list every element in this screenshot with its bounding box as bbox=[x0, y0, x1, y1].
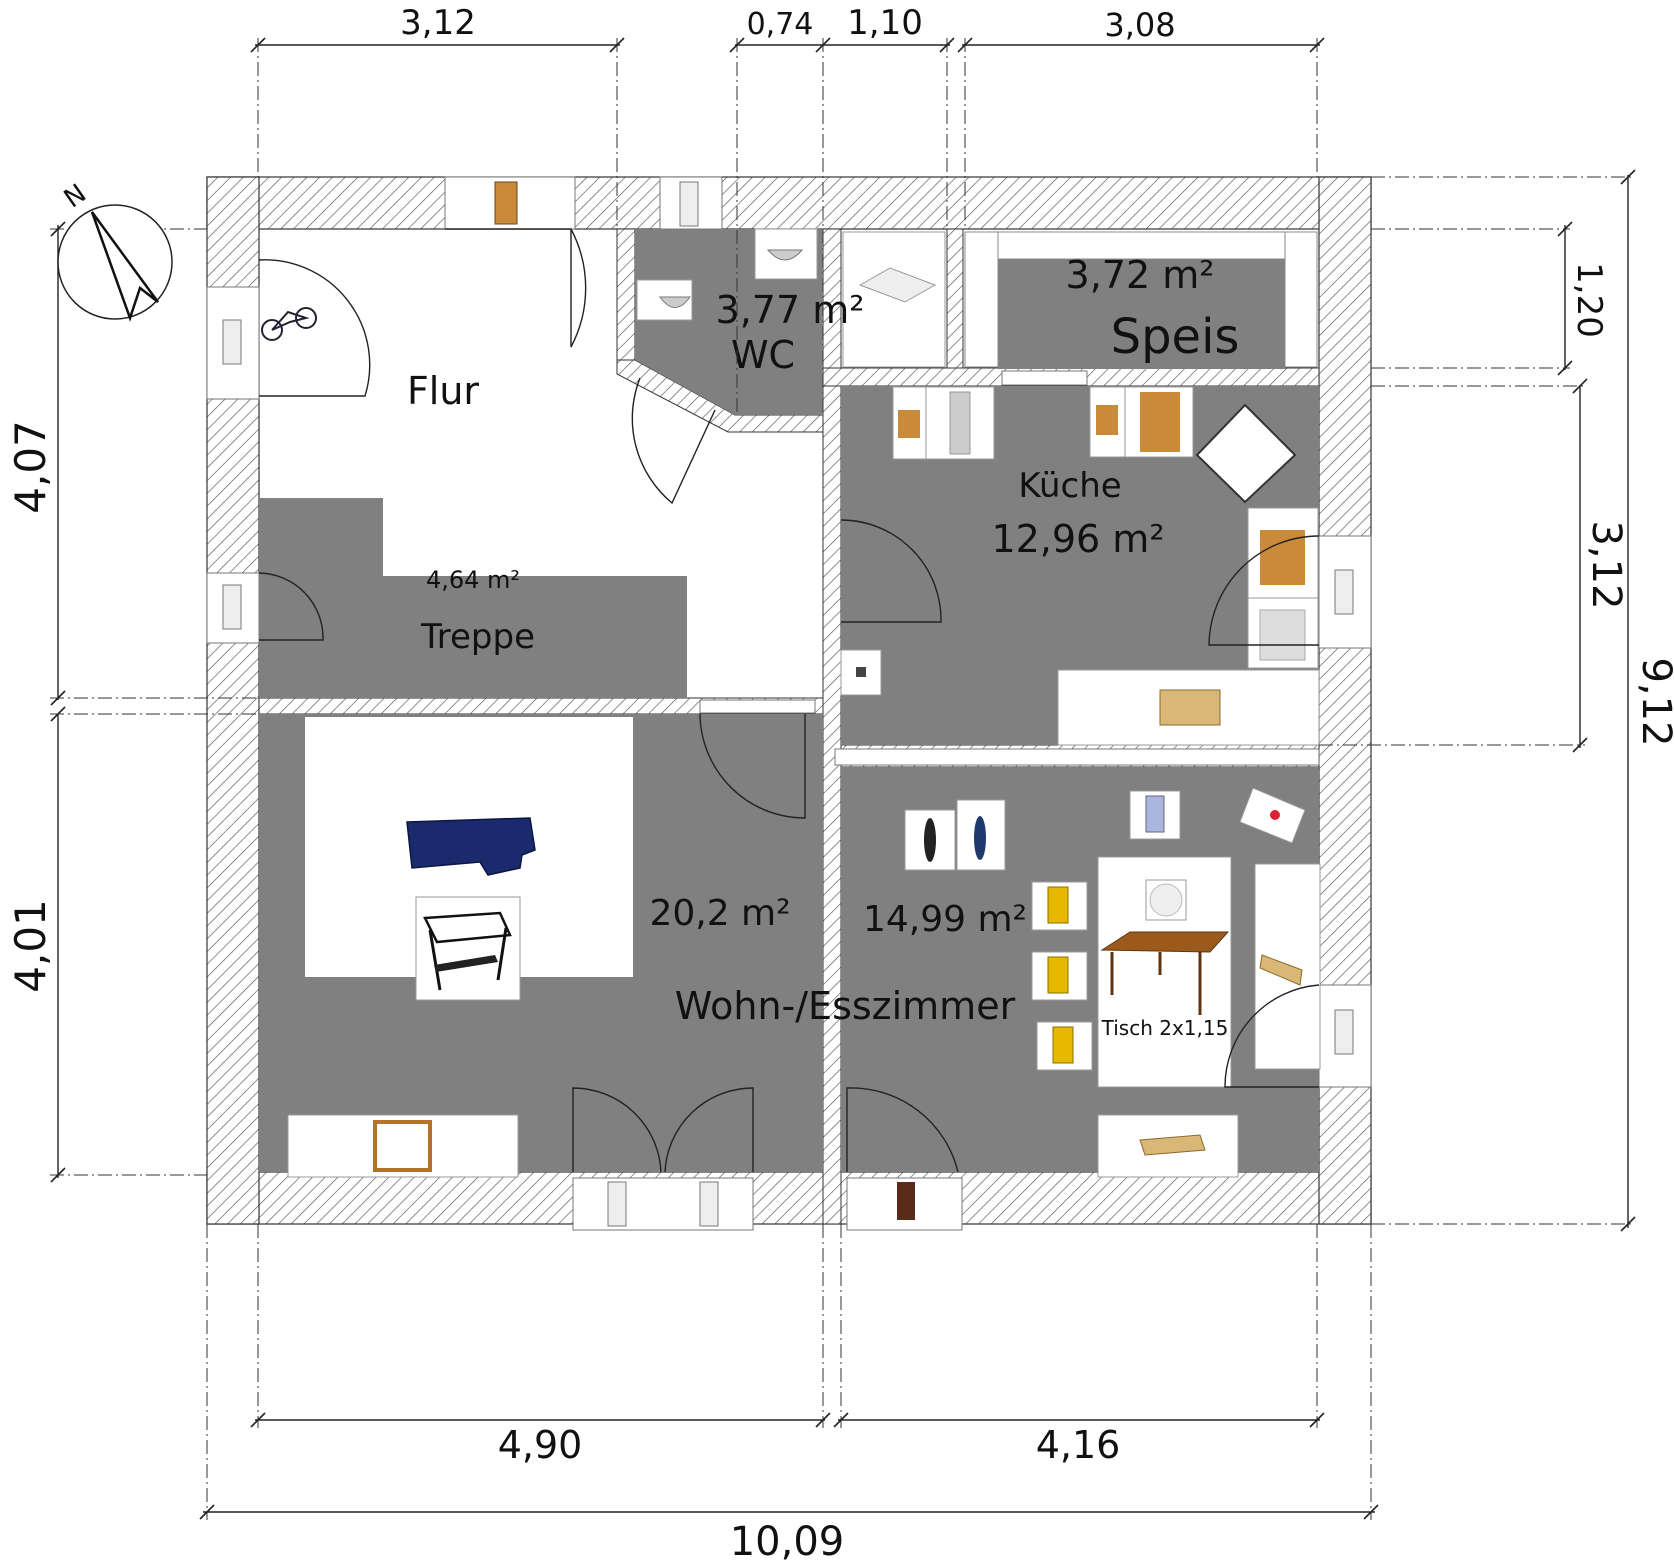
room-name-flur: Flur bbox=[407, 369, 479, 413]
dim-left-lower: 4,01 bbox=[6, 899, 55, 993]
dim-bottom-total: 10,09 bbox=[730, 1519, 845, 1565]
room-area-wc: 3,77 m² bbox=[716, 288, 865, 332]
cabinet-icon bbox=[1096, 405, 1118, 435]
treppe-floor bbox=[259, 498, 687, 698]
door-swing-terrace-left bbox=[572, 1087, 662, 1173]
wall-south bbox=[206, 1171, 1372, 1225]
kueche-counter-edge bbox=[834, 748, 1320, 766]
dim-top-wc: 1,10 bbox=[847, 3, 923, 43]
chair-icon bbox=[1052, 1026, 1074, 1064]
speis-shelf-right bbox=[1284, 231, 1318, 368]
door-icon bbox=[897, 1182, 915, 1220]
room-name-kueche: Küche bbox=[1018, 466, 1121, 506]
sofa-icon bbox=[406, 817, 536, 876]
wall-north bbox=[206, 176, 1372, 230]
door-swing-wohn bbox=[699, 713, 806, 819]
toilet-icon bbox=[659, 296, 691, 308]
dim-left-upper: 4,07 bbox=[6, 420, 55, 514]
chair-icon bbox=[1145, 795, 1165, 833]
dimension-labels: 3,12 0,74 1,10 3,08 4,07 4,01 1,20 3,12 … bbox=[6, 3, 1674, 1565]
wall-speis-west bbox=[946, 228, 964, 370]
plate-icon bbox=[1149, 883, 1183, 917]
wall-wc-west bbox=[616, 228, 636, 365]
shower-icon bbox=[858, 267, 937, 303]
door-swing-entrance bbox=[445, 228, 587, 348]
person-icon bbox=[974, 816, 986, 860]
room-area-treppe: 4,64 m² bbox=[426, 566, 520, 594]
counter-cabinet-icon bbox=[1159, 689, 1221, 726]
washbasin-icon bbox=[766, 249, 804, 261]
door-swing-ess-east bbox=[1224, 984, 1320, 1088]
door-swing-kueche bbox=[840, 519, 942, 623]
window-icon bbox=[699, 1181, 719, 1227]
front-door-icon bbox=[494, 181, 518, 225]
window-icon bbox=[607, 1181, 627, 1227]
chair-icon bbox=[1047, 956, 1069, 994]
room-name-wc: WC bbox=[731, 333, 795, 377]
terrace-door-opening bbox=[572, 1177, 754, 1231]
window-icon bbox=[222, 584, 242, 630]
dim-bottom-ess: 4,16 bbox=[1036, 1423, 1121, 1467]
bench-icon bbox=[1139, 1134, 1206, 1156]
chair-icon bbox=[1047, 886, 1069, 924]
person-icon bbox=[924, 818, 936, 862]
shelf-icon bbox=[373, 1120, 432, 1172]
dim-top-flur: 3,12 bbox=[400, 3, 476, 43]
window-icon bbox=[1334, 569, 1354, 615]
hood-icon bbox=[1195, 403, 1297, 504]
window-icon bbox=[679, 181, 699, 227]
dim-bottom-wohn: 4,90 bbox=[498, 1423, 583, 1467]
door-swing-flur bbox=[258, 259, 371, 397]
speis-shelf-left bbox=[964, 231, 999, 368]
room-area-ess: 14,99 m² bbox=[863, 899, 1027, 940]
room-area-wohn: 20,2 m² bbox=[649, 893, 790, 934]
window-icon bbox=[222, 319, 242, 365]
room-name-speis: Speis bbox=[1111, 309, 1240, 365]
dim-right-speis: 1,20 bbox=[1569, 262, 1609, 338]
room-name-wohn-ess: Wohn-/Esszimmer bbox=[675, 984, 1016, 1028]
door-swing-ess bbox=[846, 1087, 959, 1173]
room-name-treppe: Treppe bbox=[420, 617, 535, 657]
door-swing-wc bbox=[631, 377, 716, 505]
door-swing-terrace-right bbox=[664, 1087, 754, 1173]
dishwasher-icon bbox=[1259, 609, 1306, 661]
dim-top-speis: 3,08 bbox=[1104, 6, 1175, 44]
fridge-icon bbox=[949, 391, 971, 455]
sink-cabinet-icon bbox=[1260, 530, 1305, 585]
coffee-table-top bbox=[423, 911, 512, 944]
speis-door-opening bbox=[1001, 370, 1088, 386]
window-icon bbox=[1334, 1009, 1354, 1055]
door-swings bbox=[258, 228, 1320, 1173]
table-label: Tisch 2x1,15 bbox=[1101, 1016, 1229, 1040]
dim-right-kueche: 3,12 bbox=[1583, 520, 1629, 609]
wohn-door-opening bbox=[699, 699, 816, 714]
bench-icon bbox=[1259, 954, 1303, 986]
compass: N bbox=[57, 179, 173, 322]
dim-top-wc-small: 0,74 bbox=[747, 7, 814, 42]
door-swing-treppe bbox=[258, 572, 324, 641]
shelf-box bbox=[287, 1114, 519, 1178]
speis-floor bbox=[998, 259, 1285, 369]
room-labels: Flur 4,64 m² Treppe 3,77 m² WC 3,72 m² S… bbox=[407, 253, 1239, 1040]
cabinet-icon bbox=[898, 410, 920, 438]
room-area-speis: 3,72 m² bbox=[1066, 253, 1215, 297]
dim-right-total: 9,12 bbox=[1633, 657, 1674, 746]
door-swing-kueche-east bbox=[1208, 535, 1320, 646]
room-area-kueche: 12,96 m² bbox=[991, 517, 1164, 561]
cabinet-icon bbox=[1140, 392, 1180, 452]
bicycle-icon bbox=[261, 319, 283, 341]
dining-table-icon bbox=[1100, 931, 1230, 953]
compass-north-label: N bbox=[59, 179, 92, 215]
dimension-lines bbox=[50, 37, 1636, 1520]
